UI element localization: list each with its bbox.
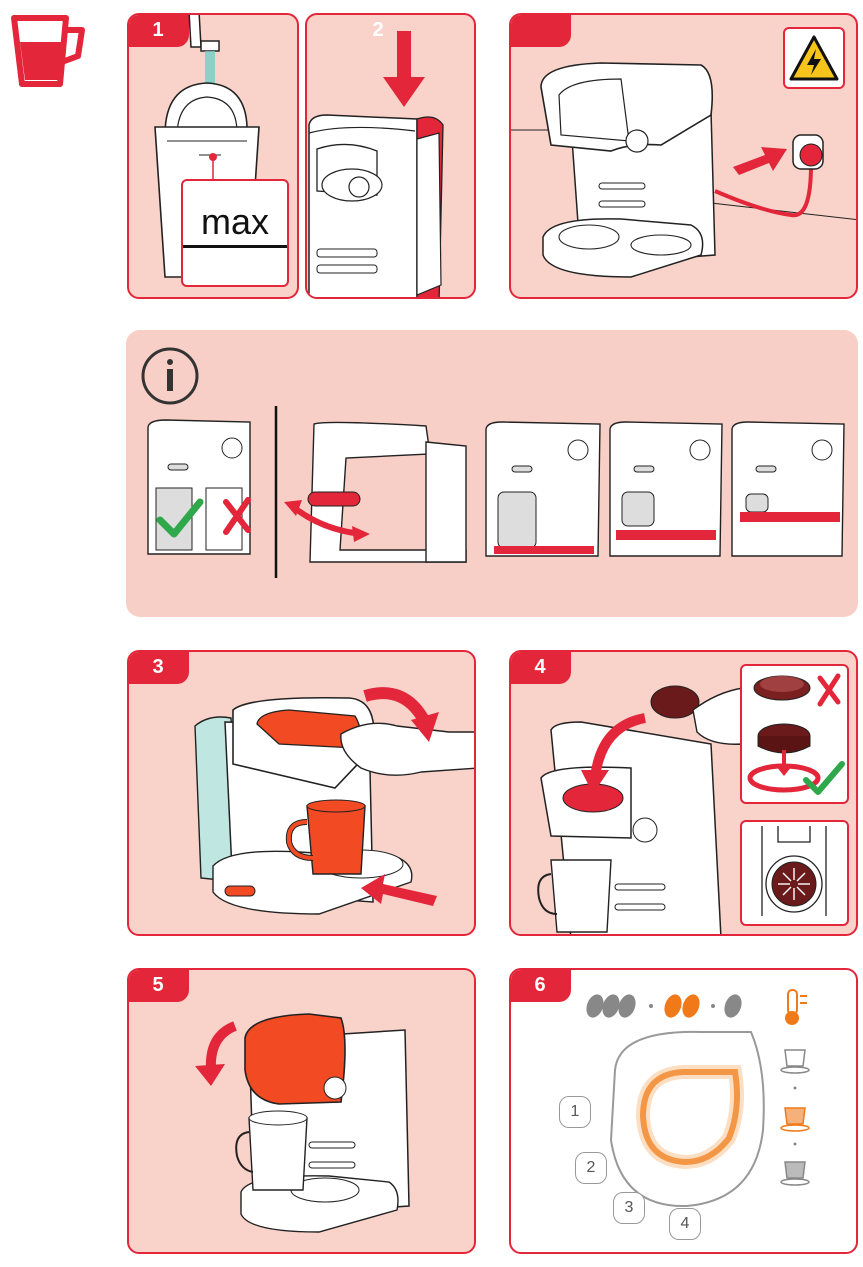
electric-warning-icon [783, 27, 845, 89]
control-panel-illustration [586, 989, 810, 1208]
brew-button-3[interactable]: 3 [613, 1192, 645, 1224]
check-icon [802, 758, 846, 798]
cross-icon [220, 496, 254, 536]
max-level-callout: max [181, 179, 289, 287]
step-3-panel: 3 [127, 650, 476, 936]
plug-in-tab [511, 15, 571, 47]
step-5-label: 5 [129, 970, 189, 1002]
max-label: max [200, 201, 269, 242]
brew-button-2[interactable]: 2 [575, 1152, 607, 1184]
cup-size-illustration [141, 347, 845, 578]
cup-size-info-panel [126, 330, 858, 617]
coffee-bean-icon [724, 994, 742, 1018]
plug-in-panel [509, 13, 858, 299]
step-4-panel: 4 [509, 650, 858, 936]
step-1-label: 1 [129, 15, 189, 47]
cup-icon [10, 12, 86, 88]
step-2-label: 2 [372, 19, 384, 41]
cup-size-large-icon [780, 1161, 810, 1186]
thermometer-icon [785, 989, 807, 1025]
cross-icon [814, 672, 842, 708]
step-2-panel: 2 [305, 13, 476, 299]
step-6-panel: 6 [509, 968, 858, 1254]
step-5-panel: 5 [127, 968, 476, 1254]
coffee-bean-icon [664, 994, 700, 1018]
brew-button-1[interactable]: 1 [559, 1096, 591, 1128]
step-6-label: 6 [511, 970, 571, 1002]
close-lid-illustration [195, 1013, 410, 1233]
cup-size-small-icon [780, 1049, 810, 1074]
plug-in-illustration [511, 62, 856, 278]
open-lid-illustration [194, 687, 474, 915]
step-4-label: 4 [511, 652, 571, 684]
brew-button-4[interactable]: 4 [669, 1208, 701, 1240]
insert-disc-illustration [537, 685, 744, 934]
check-icon [156, 496, 204, 540]
disc-inserted-callout [740, 820, 849, 926]
step-1-panel: 1 max [127, 13, 299, 299]
cup-size-medium-icon [780, 1107, 810, 1132]
step-3-label: 3 [129, 652, 189, 684]
max-line [183, 245, 287, 248]
tank-insert-illustration [308, 31, 444, 297]
disc-orientation-callout [740, 664, 849, 804]
info-icon [141, 347, 199, 405]
coffee-bean-icon [586, 994, 636, 1018]
